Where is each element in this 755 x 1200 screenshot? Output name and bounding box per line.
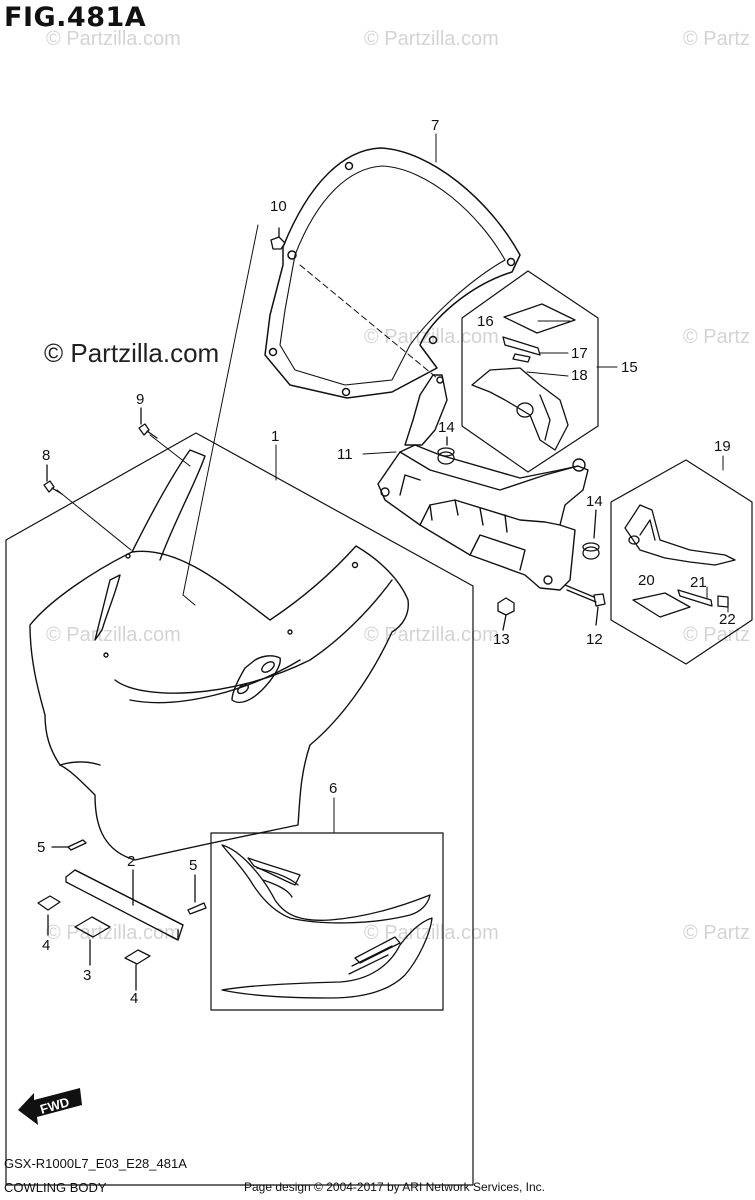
pad-part-4 xyxy=(37,895,61,936)
pad-part-5 xyxy=(51,839,87,851)
callout-13: 13 xyxy=(493,631,510,648)
strip-part-2 xyxy=(65,869,184,941)
callout-3: 3 xyxy=(83,967,91,984)
watermark: © Partzilla.com xyxy=(46,922,181,944)
callout-14: 14 xyxy=(586,493,603,510)
kit-19-parts xyxy=(624,504,736,618)
callout-9: 9 xyxy=(136,391,144,408)
decal-group-6-frame xyxy=(210,832,444,1011)
pad-part-3 xyxy=(74,916,111,966)
callout-22: 22 xyxy=(719,611,736,628)
bracket-part-11 xyxy=(377,374,589,591)
model-code: GSX-R1000L7_E03_E28_481A xyxy=(4,1156,187,1171)
callout-4: 4 xyxy=(130,990,138,1007)
watermark: © Partzilla.com xyxy=(46,28,181,50)
callout-7: 7 xyxy=(431,117,439,134)
screw-part-10 xyxy=(270,227,286,250)
grommet-part-14 xyxy=(437,436,455,465)
callout-19: 19 xyxy=(714,438,731,455)
callout-11: 11 xyxy=(337,446,353,463)
windscreen-guide-line xyxy=(299,264,438,379)
callout-21: 21 xyxy=(690,574,707,591)
watermark: © Partz xyxy=(683,922,750,944)
bolt-part-8 xyxy=(43,464,63,495)
figure-title: FIG.481A xyxy=(4,2,147,33)
callout-8: 8 xyxy=(42,447,50,464)
kit-group-19-frame xyxy=(610,459,753,665)
windscreen-part xyxy=(264,147,521,399)
callout-15: 15 xyxy=(621,359,638,376)
kit-group-15-frame xyxy=(461,270,599,473)
decal-upper xyxy=(221,844,431,924)
callout-12: 12 xyxy=(586,631,603,648)
bolt-part-9 xyxy=(138,407,158,439)
nut-part-13 xyxy=(497,597,515,631)
callout-1: 1 xyxy=(271,428,279,445)
callout-5: 5 xyxy=(189,857,197,874)
grommet-part-14 xyxy=(582,509,600,560)
callout-labels: 1 2 3 4 4 5 5 6 7 8 9 10 11 12 13 14 14 … xyxy=(37,117,736,1007)
cowling-body-part xyxy=(29,449,409,861)
watermark: © Partz xyxy=(683,326,750,348)
callout-20: 20 xyxy=(638,572,655,589)
kit-15-parts xyxy=(471,303,576,451)
callout-5: 5 xyxy=(37,839,45,856)
decal-lower xyxy=(221,917,433,999)
callout-16: 16 xyxy=(477,313,494,330)
callout-4: 4 xyxy=(42,937,50,954)
callout-2: 2 xyxy=(127,853,135,870)
watermark: © Partzilla.com xyxy=(364,28,499,50)
partzilla-watermark: © Partzilla.com xyxy=(44,338,220,368)
callout-18: 18 xyxy=(571,367,588,384)
callout-6: 6 xyxy=(329,780,337,797)
watermark: © Partzilla.com xyxy=(46,624,181,646)
copyright-text: Page design © 2004-2017 by ARI Network S… xyxy=(244,1180,546,1194)
callout-17: 17 xyxy=(571,345,588,362)
watermark: © Partzilla.com xyxy=(364,922,499,944)
watermark: © Partz xyxy=(683,28,750,50)
cowling-group-frame xyxy=(5,432,474,1186)
watermark: © Partzilla.com xyxy=(364,624,499,646)
callout-10: 10 xyxy=(270,198,287,215)
pad-part-4 xyxy=(124,949,151,991)
watermark: © Partz xyxy=(683,624,750,646)
section-name: COWLING BODY xyxy=(4,1180,107,1195)
pad-part-5 xyxy=(187,874,207,915)
bolt-part-12 xyxy=(564,584,606,626)
callout-14: 14 xyxy=(438,419,455,436)
fwd-arrow-icon: FWD xyxy=(18,1088,82,1125)
